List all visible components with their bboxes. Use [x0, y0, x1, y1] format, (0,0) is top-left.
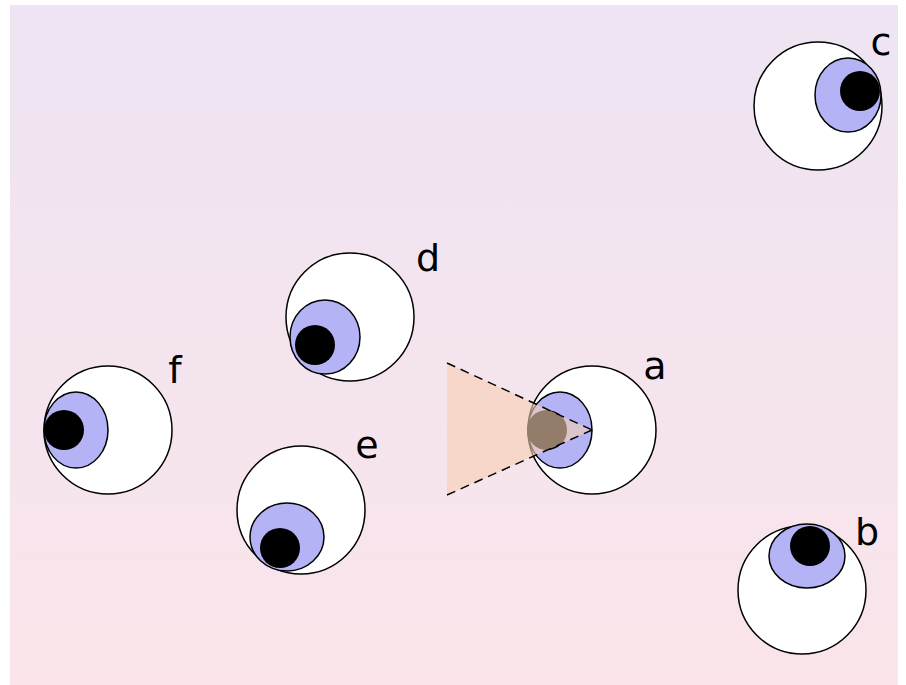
- iris: [44, 392, 108, 468]
- pupil: [527, 410, 567, 450]
- pupil: [44, 410, 84, 450]
- eye-label: c: [871, 23, 892, 61]
- eyeball: [528, 366, 656, 494]
- eye-symbol: [280, 247, 420, 387]
- eye-node: f: [38, 360, 178, 500]
- vision-cone: [447, 363, 592, 495]
- eyeball: [754, 42, 882, 170]
- eyeball: [44, 366, 172, 494]
- eye-node: c: [748, 36, 888, 176]
- eye-label: a: [643, 347, 666, 385]
- eye-label: f: [168, 351, 181, 389]
- eyeball: [738, 526, 866, 654]
- cone-edge: [447, 430, 592, 495]
- eyeball: [237, 446, 365, 574]
- eye-node: d: [280, 247, 420, 387]
- eye-label: b: [855, 513, 879, 551]
- eye-symbol: [732, 520, 872, 660]
- pupil: [840, 71, 880, 111]
- eye-symbol: [748, 36, 888, 176]
- pupil: [790, 526, 830, 566]
- pupil: [260, 528, 300, 568]
- eye-node: b: [732, 520, 872, 660]
- iris: [769, 524, 845, 588]
- eye-symbol: [38, 360, 178, 500]
- iris: [290, 300, 360, 374]
- iris: [815, 58, 881, 132]
- eye-label: e: [355, 426, 378, 464]
- eye-node: e: [231, 440, 371, 580]
- iris: [250, 503, 324, 571]
- background-panel: [10, 5, 898, 685]
- eye-node: a: [522, 360, 662, 500]
- eye-label: d: [416, 239, 440, 277]
- pupil: [295, 325, 335, 365]
- cone-edge: [447, 363, 592, 430]
- iris: [528, 392, 592, 468]
- eye-symbol: [231, 440, 371, 580]
- eye-symbol: [522, 360, 662, 500]
- eyeball: [286, 253, 414, 381]
